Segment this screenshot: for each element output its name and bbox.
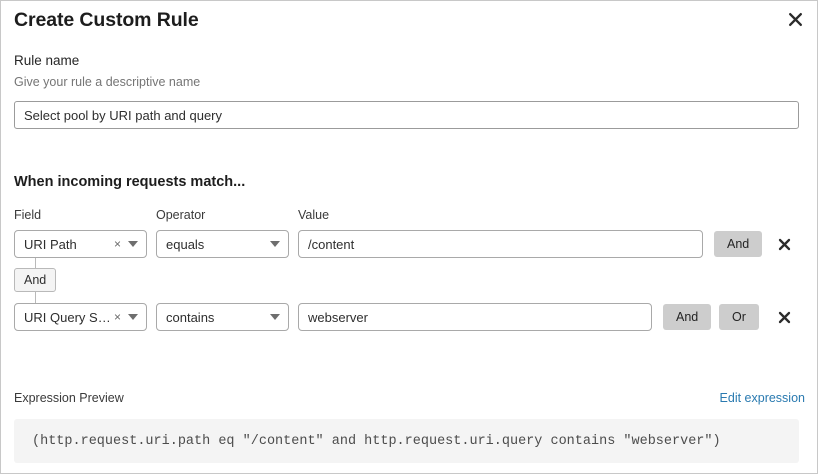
expression-preview-label: Expression Preview <box>14 391 124 405</box>
clear-icon[interactable]: × <box>113 236 121 251</box>
chevron-down-icon <box>270 314 280 320</box>
chevron-down-icon <box>270 241 280 247</box>
remove-condition-icon-0[interactable] <box>774 234 794 254</box>
conditions-heading: When incoming requests match... <box>14 174 246 190</box>
close-icon[interactable] <box>784 8 806 30</box>
field-select-1[interactable]: URI Query St... × <box>14 303 147 331</box>
condition-group-and-badge[interactable]: And <box>14 268 57 292</box>
column-header-field: Field <box>14 208 42 222</box>
column-header-operator: Operator <box>156 208 206 222</box>
field-select-value-1: URI Query St... <box>24 309 111 325</box>
value-input-1[interactable] <box>298 303 652 331</box>
expression-preview-text: (http.request.uri.path eq "/content" and… <box>32 433 721 449</box>
column-header-value: Value <box>298 208 330 222</box>
condition-row: URI Query St... × contains And Or <box>1 303 817 331</box>
rule-name-label: Rule name <box>14 53 80 68</box>
chevron-down-icon <box>128 314 138 320</box>
and-button-0[interactable]: And <box>714 231 763 257</box>
or-button-1[interactable]: Or <box>719 304 759 330</box>
operator-select-value-1: contains <box>166 309 215 325</box>
value-input-0[interactable] <box>298 230 703 258</box>
operator-select-value-0: equals <box>166 236 205 252</box>
dialog-title: Create Custom Rule <box>14 9 199 31</box>
rule-name-input[interactable] <box>14 101 799 129</box>
field-select-value-0: URI Path <box>24 236 77 252</box>
condition-row: URI Path × equals And <box>1 230 817 258</box>
remove-condition-icon-1[interactable] <box>774 307 794 327</box>
and-button-1[interactable]: And <box>663 304 712 330</box>
rule-name-description: Give your rule a descriptive name <box>14 75 201 89</box>
chevron-down-icon <box>128 241 138 247</box>
expression-preview-box: (http.request.uri.path eq "/content" and… <box>14 419 799 463</box>
operator-select-1[interactable]: contains <box>156 303 289 331</box>
clear-icon[interactable]: × <box>113 309 121 324</box>
operator-select-0[interactable]: equals <box>156 230 289 258</box>
edit-expression-link[interactable]: Edit expression <box>719 391 805 405</box>
field-select-0[interactable]: URI Path × <box>14 230 147 258</box>
